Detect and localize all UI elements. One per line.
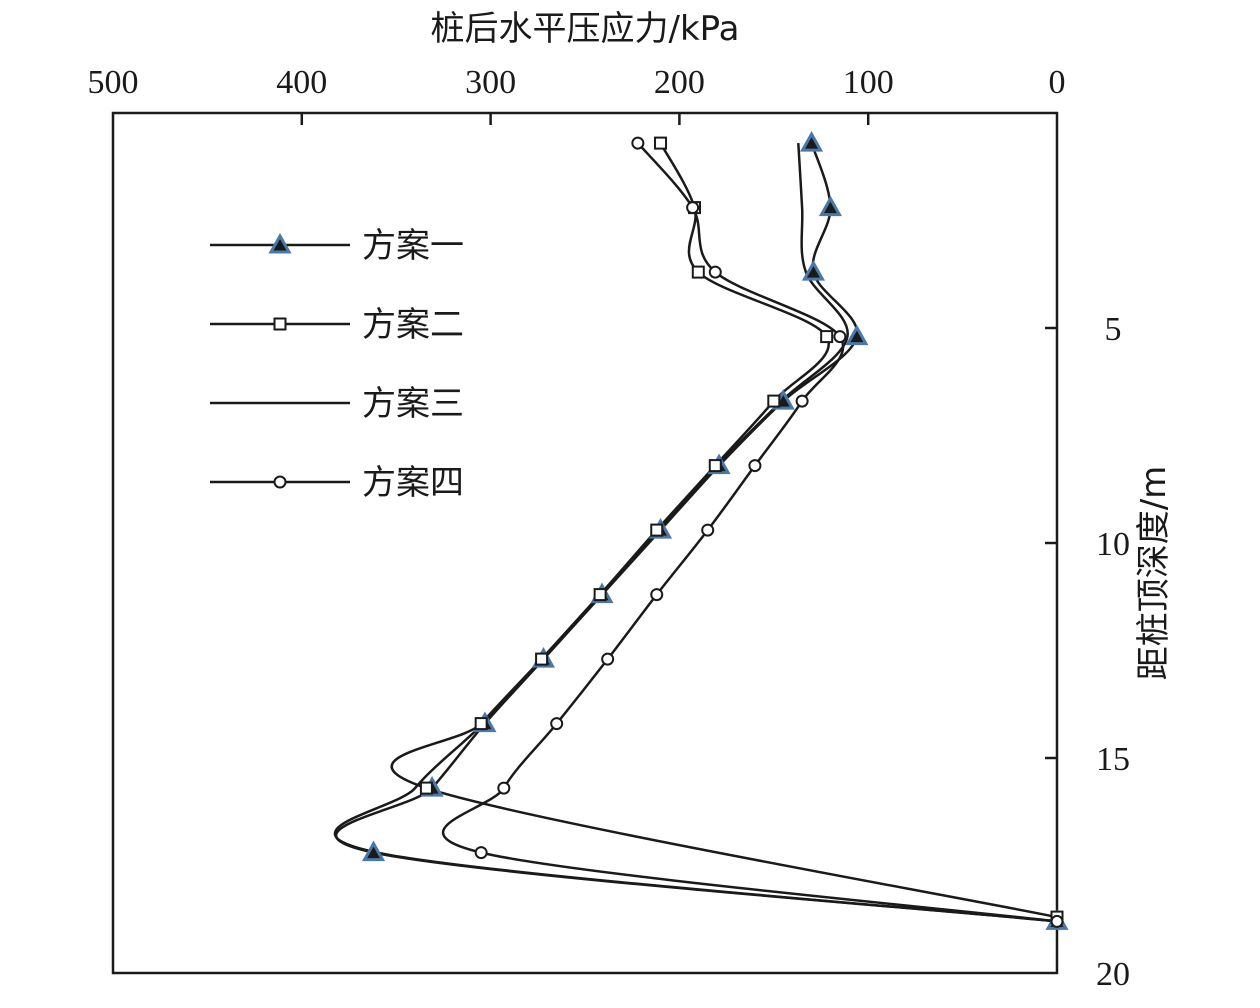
series-4-point [601, 652, 615, 666]
y-tick-label: 15 [1096, 741, 1130, 778]
x-tick-label: 500 [88, 64, 139, 101]
x-tick-label: 100 [843, 64, 894, 101]
series-4-point [701, 523, 715, 537]
series-2-point [474, 717, 488, 731]
series-4-point [474, 846, 488, 860]
series-2-point [654, 136, 668, 150]
series-2-point [593, 588, 607, 602]
legend-label: 方案二 [362, 305, 464, 345]
series-2-point [419, 781, 433, 795]
x-tick-label: 300 [465, 64, 516, 101]
series-2-point [767, 394, 781, 408]
legend-label: 方案一 [362, 226, 464, 266]
series-1-point [801, 260, 826, 281]
series-4-point [748, 459, 762, 473]
legend-label: 方案三 [362, 384, 464, 424]
legend-marker [268, 232, 292, 254]
series-1-point [799, 131, 824, 152]
legend-label: 方案四 [362, 463, 464, 503]
series-markers [361, 131, 1069, 930]
series-1-point [845, 324, 869, 346]
series-4-point [1050, 914, 1064, 928]
x-tick-label: 0 [1049, 64, 1066, 101]
series-2-point [691, 265, 705, 279]
series-4-point [650, 588, 664, 602]
series-4-point [497, 781, 511, 795]
x-axis-ticks: 500 400 300 200 100 0 [88, 64, 1066, 125]
series-4-point [631, 136, 645, 150]
series-line-4 [442, 142, 1058, 923]
x-axis-title: 桩后水平压应力/kPa [431, 9, 740, 49]
series-line-2 [390, 142, 1058, 919]
series-2-point [820, 330, 834, 344]
series-1-point [818, 195, 843, 217]
series-2-point [650, 523, 664, 537]
x-tick-label: 200 [654, 64, 705, 101]
series-4-point [708, 265, 722, 279]
series-4-point [833, 330, 847, 344]
y-tick-label: 20 [1096, 956, 1130, 993]
legend-marker [273, 317, 287, 331]
series-2-point [708, 459, 722, 473]
series-4-point [550, 717, 564, 731]
series-2-point [535, 652, 549, 666]
y-axis-title: 距桩顶深度/m [1134, 466, 1174, 681]
y-axis-ticks: 5 10 15 20 [1045, 311, 1130, 993]
series-4-point [795, 394, 809, 408]
y-tick-label: 10 [1096, 526, 1130, 563]
y-tick-label: 5 [1105, 311, 1122, 348]
x-tick-label: 400 [276, 64, 327, 101]
plot-frame [111, 111, 1059, 975]
series-1-point [361, 840, 386, 862]
series-4-point [686, 201, 700, 215]
legend-marker [273, 475, 287, 489]
